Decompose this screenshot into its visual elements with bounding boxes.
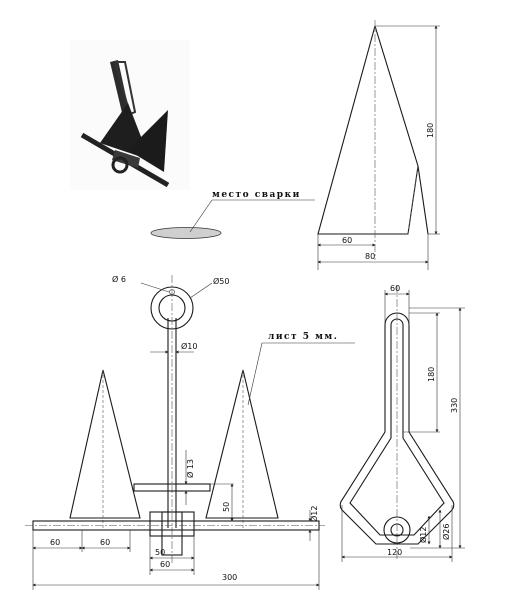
weld-callout: место сварки <box>212 190 301 200</box>
dim-sleeve-width: 50 <box>155 548 165 557</box>
dim-side-top: 60 <box>390 284 400 293</box>
anchor-front-view: Ø 6 Ø50 Ø10 лист 5 мм. Ø 13 50 Ø12 <box>25 274 355 590</box>
weld-area: место сварки <box>150 190 315 239</box>
sheet-callout: лист 5 мм. <box>268 332 338 342</box>
dim-left-fluke-width: 60 <box>100 538 110 547</box>
dim-side-bottom: 120 <box>387 548 402 557</box>
dim-side-upper: 180 <box>427 367 436 382</box>
dim-stock-diameter: Ø 13 <box>185 459 195 478</box>
dim-bar-diameter: Ø12 <box>309 506 319 522</box>
dim-rod-diameter: Ø10 <box>181 341 197 351</box>
fluke-detail: 180 60 80 <box>317 20 440 270</box>
dim-fluke-base: 60 <box>342 236 352 245</box>
dim-hole-inner: Ø12 <box>418 527 428 543</box>
anchor-side-view: 60 180 330 Ø12 Ø26 120 <box>339 284 465 562</box>
dim-ring-diameter: Ø50 <box>213 276 229 286</box>
anchor-photo <box>70 40 190 190</box>
dim-fluke-height: 180 <box>426 123 435 138</box>
dim-fluke-total: 80 <box>365 252 375 261</box>
dim-overall-width: 300 <box>222 573 237 582</box>
dim-small-ring: Ø 6 <box>112 274 126 284</box>
dim-left-fluke-offset: 60 <box>50 538 60 547</box>
dim-side-total: 330 <box>450 398 459 413</box>
dim-crossbar-height: 50 <box>222 502 231 512</box>
dim-hole-outer: Ø26 <box>441 524 451 540</box>
dim-sleeve-bottom: 60 <box>160 560 170 569</box>
